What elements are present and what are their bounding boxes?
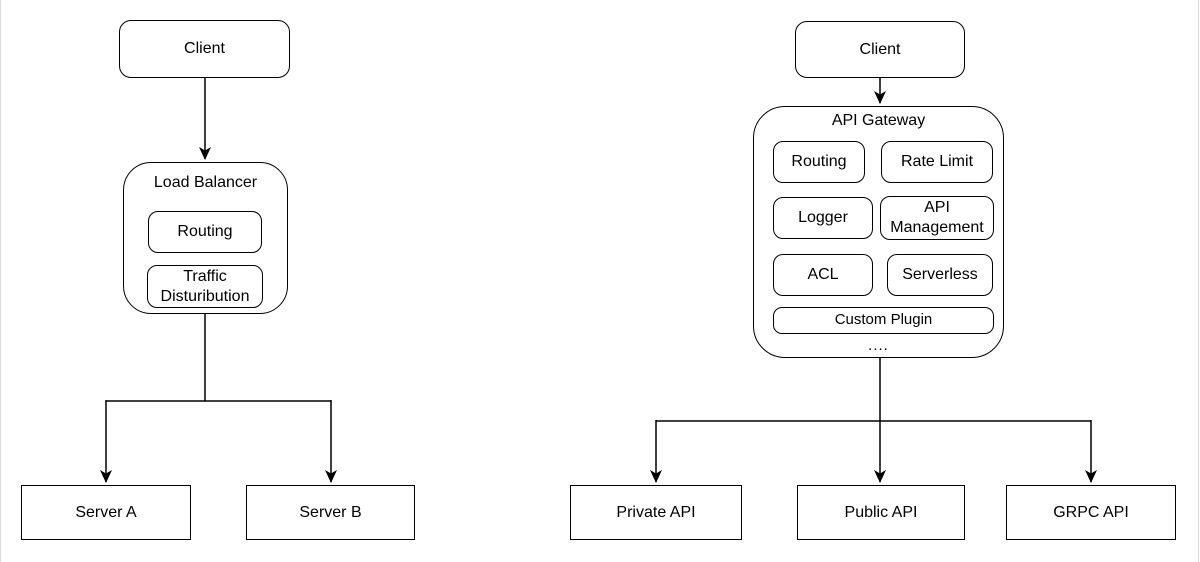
feature-custom-plugin: Custom Plugin (773, 307, 994, 334)
feature-custom-plugin-label: Custom Plugin (834, 311, 933, 329)
server-a-node: Server A (21, 485, 191, 540)
feature-routing-left-label: Routing (177, 223, 233, 240)
right-edge-border (1198, 0, 1199, 562)
server-a-label: Server A (75, 503, 137, 521)
grpc-api-node: GRPC API (1006, 485, 1176, 540)
feature-api-management: API Management (880, 196, 994, 240)
feature-acl-label: ACL (807, 266, 839, 283)
feature-acl: ACL (773, 254, 873, 296)
feature-routing-right-label: Routing (791, 153, 847, 170)
load-balancer-title: Load Balancer (153, 174, 258, 191)
feature-routing-right: Routing (773, 141, 865, 183)
more-features-ellipsis: .... (868, 337, 889, 354)
feature-logger: Logger (773, 197, 873, 239)
feature-api-management-label: API Management (890, 199, 984, 236)
public-api-label: Public API (844, 503, 918, 521)
feature-traffic-distribution: Traffic Disturibution (147, 265, 263, 308)
feature-rate-limit: Rate Limit (881, 141, 993, 183)
left-edge-border (0, 0, 1, 562)
client-node-left: Client (119, 20, 290, 78)
api-gateway-title: API Gateway (831, 112, 926, 129)
private-api-label: Private API (616, 503, 696, 521)
feature-logger-label: Logger (798, 209, 848, 226)
server-b-node: Server B (246, 485, 415, 540)
server-b-label: Server B (299, 503, 362, 521)
feature-traffic-distribution-label: Traffic Disturibution (160, 267, 250, 305)
client-label-right: Client (859, 40, 901, 58)
feature-serverless-label: Serverless (902, 266, 978, 283)
private-api-node: Private API (570, 485, 742, 540)
grpc-api-label: GRPC API (1053, 503, 1129, 521)
feature-rate-limit-label: Rate Limit (900, 153, 974, 170)
feature-routing-left: Routing (148, 211, 262, 253)
client-node-right: Client (795, 21, 965, 78)
public-api-node: Public API (797, 485, 965, 540)
client-label-left: Client (184, 40, 225, 57)
feature-serverless: Serverless (887, 254, 993, 296)
